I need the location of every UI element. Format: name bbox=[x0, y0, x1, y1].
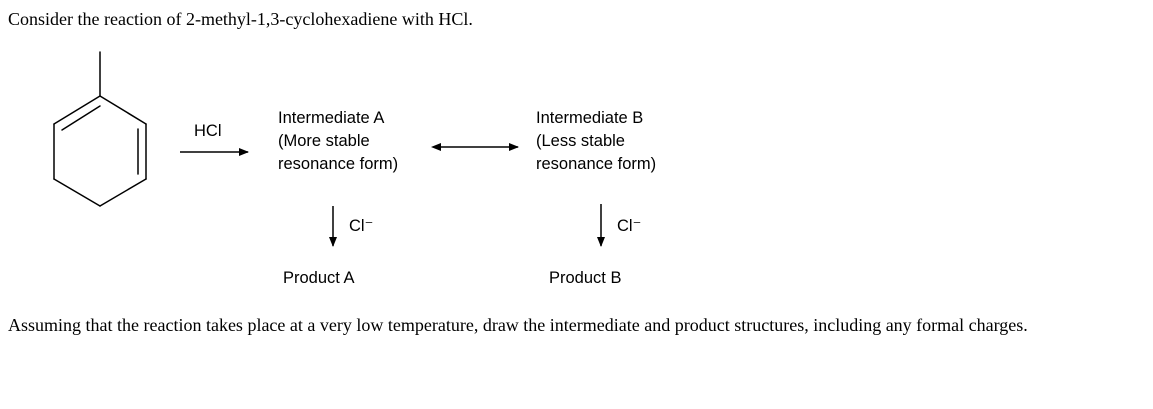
nucleophile-a-label: Cl⁻ bbox=[349, 217, 374, 235]
question-intro: Consider the reaction of 2-methyl-1,3-cy… bbox=[8, 9, 473, 29]
2-methyl-1,3-cyclohexadiene-structure-icon bbox=[53, 51, 147, 207]
intermediate-b-line1: Intermediate B bbox=[536, 109, 644, 127]
product-a-label: Product A bbox=[283, 269, 355, 287]
intermediate-a-line3: resonance form) bbox=[278, 155, 399, 173]
intermediate-a-line1: Intermediate A bbox=[278, 109, 385, 127]
reagent-label: HCl bbox=[194, 122, 222, 140]
intermediate-a-line2: (More stable bbox=[278, 132, 370, 150]
intermediate-b-line3: resonance form) bbox=[536, 155, 657, 173]
intermediate-b-line2: (Less stable bbox=[536, 132, 625, 150]
nucleophile-b-label: Cl⁻ bbox=[617, 217, 642, 235]
question-instruction: Assuming that the reaction takes place a… bbox=[8, 315, 1028, 335]
product-b-label: Product B bbox=[549, 269, 622, 287]
